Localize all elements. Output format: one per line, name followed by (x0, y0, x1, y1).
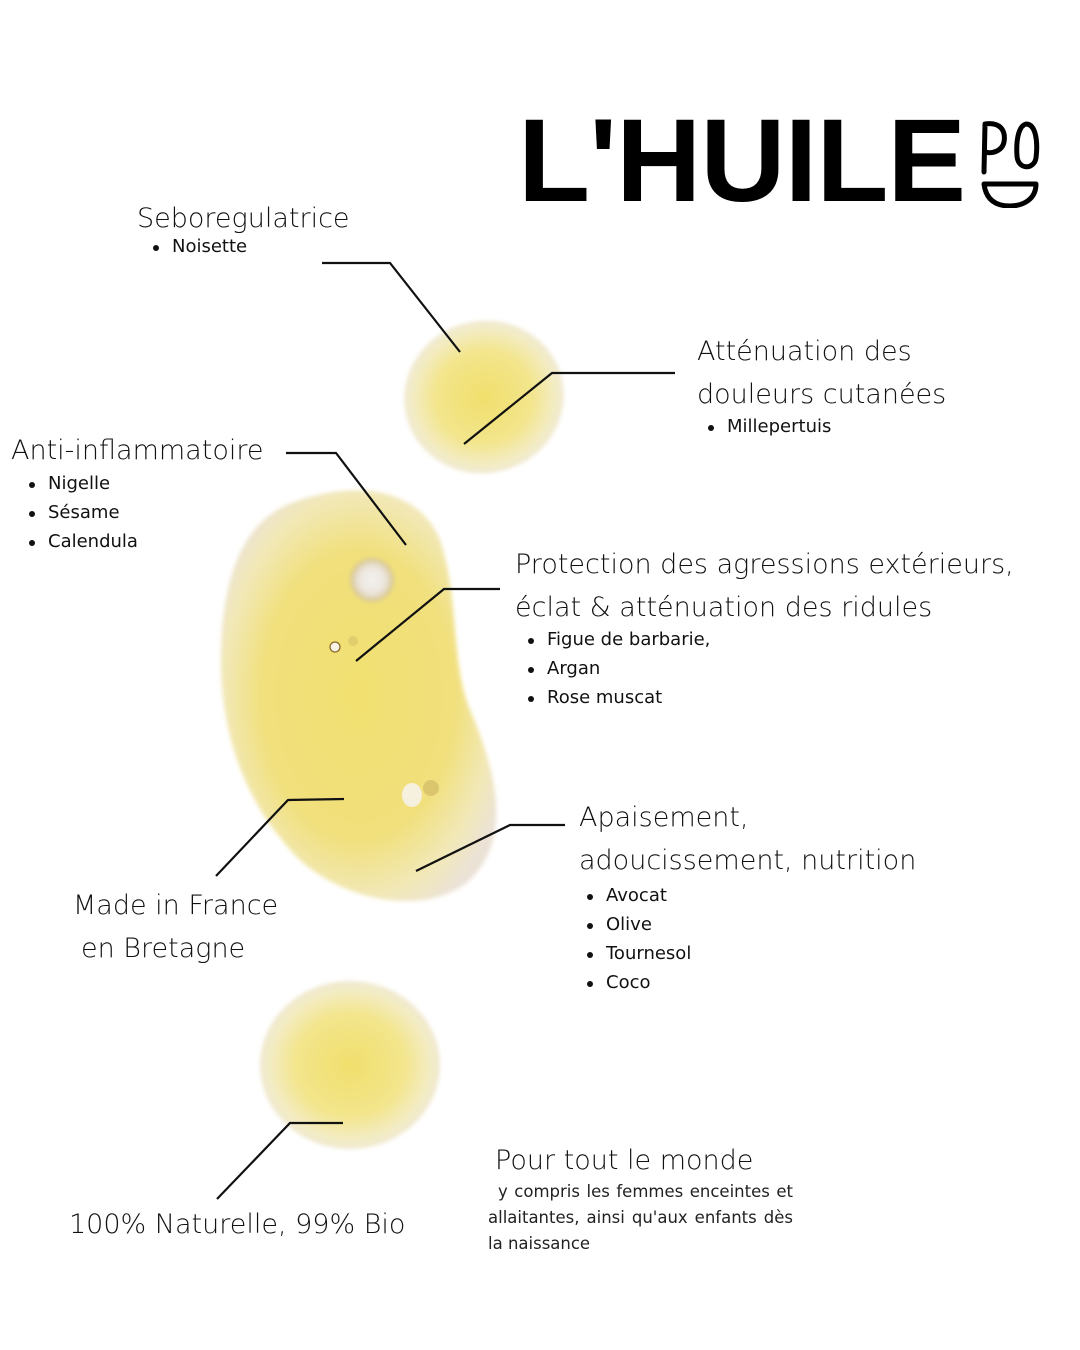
leader-lines (215, 261, 675, 1200)
callout-title-line2: douleurs cutanées (697, 379, 947, 410)
leader-line-attenuation (463, 371, 675, 445)
ingredient-item: Calendula (27, 527, 263, 556)
made-in-france-line1: Made in France (73, 890, 279, 921)
ingredient-item: Avocat (585, 881, 916, 910)
ingredient-list: Noisette (151, 232, 350, 261)
pod-logo-icon (981, 121, 1040, 208)
ingredient-item: Olive (585, 910, 916, 939)
ingredient-list: Figue de barbarie, Argan Rose muscat (526, 625, 1014, 712)
pour-tout-le-monde-description: y compris les femmes enceintes et allait… (488, 1182, 793, 1253)
callout-title-line2: éclat & atténuation des ridules (515, 592, 933, 623)
ingredient-item: Figue de barbarie, (526, 625, 1014, 654)
ingredient-item: Coco (585, 968, 916, 997)
oil-drop-small-top (404, 320, 564, 474)
oil-drop-large (220, 490, 497, 902)
callout-title-line1: Atténuation des (697, 336, 912, 367)
ingredient-item: Sésame (27, 498, 263, 527)
leader-line-anti-inflammatoire (286, 451, 407, 546)
brand-title: L'HUILE (518, 95, 966, 227)
callout-title-line2: adoucissement, nutrition (579, 845, 917, 876)
callout-attenuation: Atténuation des douleurs cutanées Millep… (697, 330, 946, 441)
ingredient-list: Avocat Olive Tournesol Coco (585, 881, 916, 997)
callout-apaisement: Apaisement, adoucissement, nutrition Avo… (579, 796, 916, 997)
callout-title-line1: Protection des agressions extérieurs, (515, 549, 1014, 580)
ingredient-list: Nigelle Sésame Calendula (27, 469, 263, 556)
callout-title-line1: Apaisement, (579, 802, 749, 833)
callout-title: 100% Naturelle, 99% Bio (69, 1209, 406, 1240)
callout-pour-tout-le-monde: Pour tout le monde (495, 1139, 753, 1182)
callout-protection: Protection des agressions extérieurs, éc… (515, 543, 1014, 712)
leader-line-protection (355, 587, 500, 662)
made-in-france-line2: en Bretagne (81, 933, 246, 964)
callout-made-in-france: Made in France en Bretagne (73, 884, 278, 970)
leader-line-made-in-france (215, 797, 345, 877)
ingredient-item: Tournesol (585, 939, 916, 968)
leader-line-seboregulatrice (322, 261, 461, 353)
leader-line-apaisement (415, 823, 565, 872)
ingredient-item: Argan (526, 654, 1014, 683)
callout-title: Anti-inflammatoire (11, 435, 264, 466)
ingredient-list: Millepertuis (706, 412, 946, 441)
callout-title: Seboregulatrice (137, 203, 350, 234)
oil-drop-small-bottom (260, 981, 440, 1149)
ingredient-item: Noisette (151, 232, 350, 261)
ingredient-item: Rose muscat (526, 683, 1014, 712)
ingredient-item: Nigelle (27, 469, 263, 498)
callout-seboregulatrice: Seboregulatrice Noisette (137, 197, 350, 261)
callout-naturelle: 100% Naturelle, 99% Bio (69, 1203, 405, 1246)
leader-line-naturelle (216, 1121, 343, 1200)
ingredient-item: Millepertuis (706, 412, 946, 441)
callout-title: Pour tout le monde (495, 1145, 754, 1176)
callout-anti-inflammatoire: Anti-inflammatoire Nigelle Sésame Calend… (11, 429, 263, 556)
